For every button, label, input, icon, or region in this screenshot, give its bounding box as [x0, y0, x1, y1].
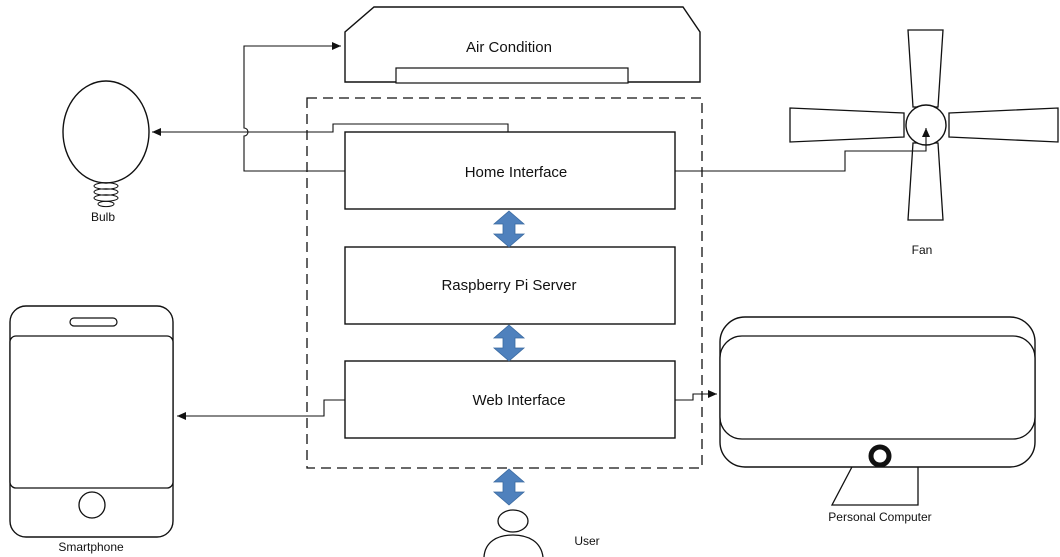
- bulb-device: Bulb: [62, 80, 150, 224]
- fan-connector: [675, 128, 930, 172]
- air-condition-unit: Air Condition: [344, 6, 701, 84]
- smartphone-device: Smartphone: [9, 305, 174, 554]
- web-interface-label: Web Interface: [472, 392, 565, 409]
- bulb-connector: [152, 123, 509, 136]
- fan-device: Fan: [789, 29, 1059, 257]
- user-figure: User: [483, 509, 600, 557]
- bulb-label: Bulb: [91, 210, 115, 224]
- air-condition-label: Air Condition: [466, 39, 552, 56]
- system-boundary: [306, 97, 703, 469]
- ac-connector: [243, 42, 345, 172]
- web-user-arrow: [492, 468, 526, 506]
- web-interface-box: Web Interface: [344, 360, 676, 439]
- personal-computer-device: Personal Computer: [719, 316, 1036, 524]
- home-server-arrow: [492, 210, 526, 248]
- raspberry-pi-server-box: Raspberry Pi Server: [344, 246, 676, 325]
- personal-computer-label: Personal Computer: [828, 510, 931, 524]
- raspberry-pi-server-label: Raspberry Pi Server: [441, 277, 576, 294]
- fan-label: Fan: [912, 243, 933, 257]
- server-web-arrow: [492, 324, 526, 362]
- computer-connector: [675, 390, 717, 401]
- home-interface-label: Home Interface: [465, 164, 568, 181]
- user-label: User: [574, 534, 599, 548]
- home-interface-box: Home Interface: [344, 131, 676, 210]
- smartphone-connector: [177, 399, 345, 420]
- smartphone-label: Smartphone: [58, 540, 124, 554]
